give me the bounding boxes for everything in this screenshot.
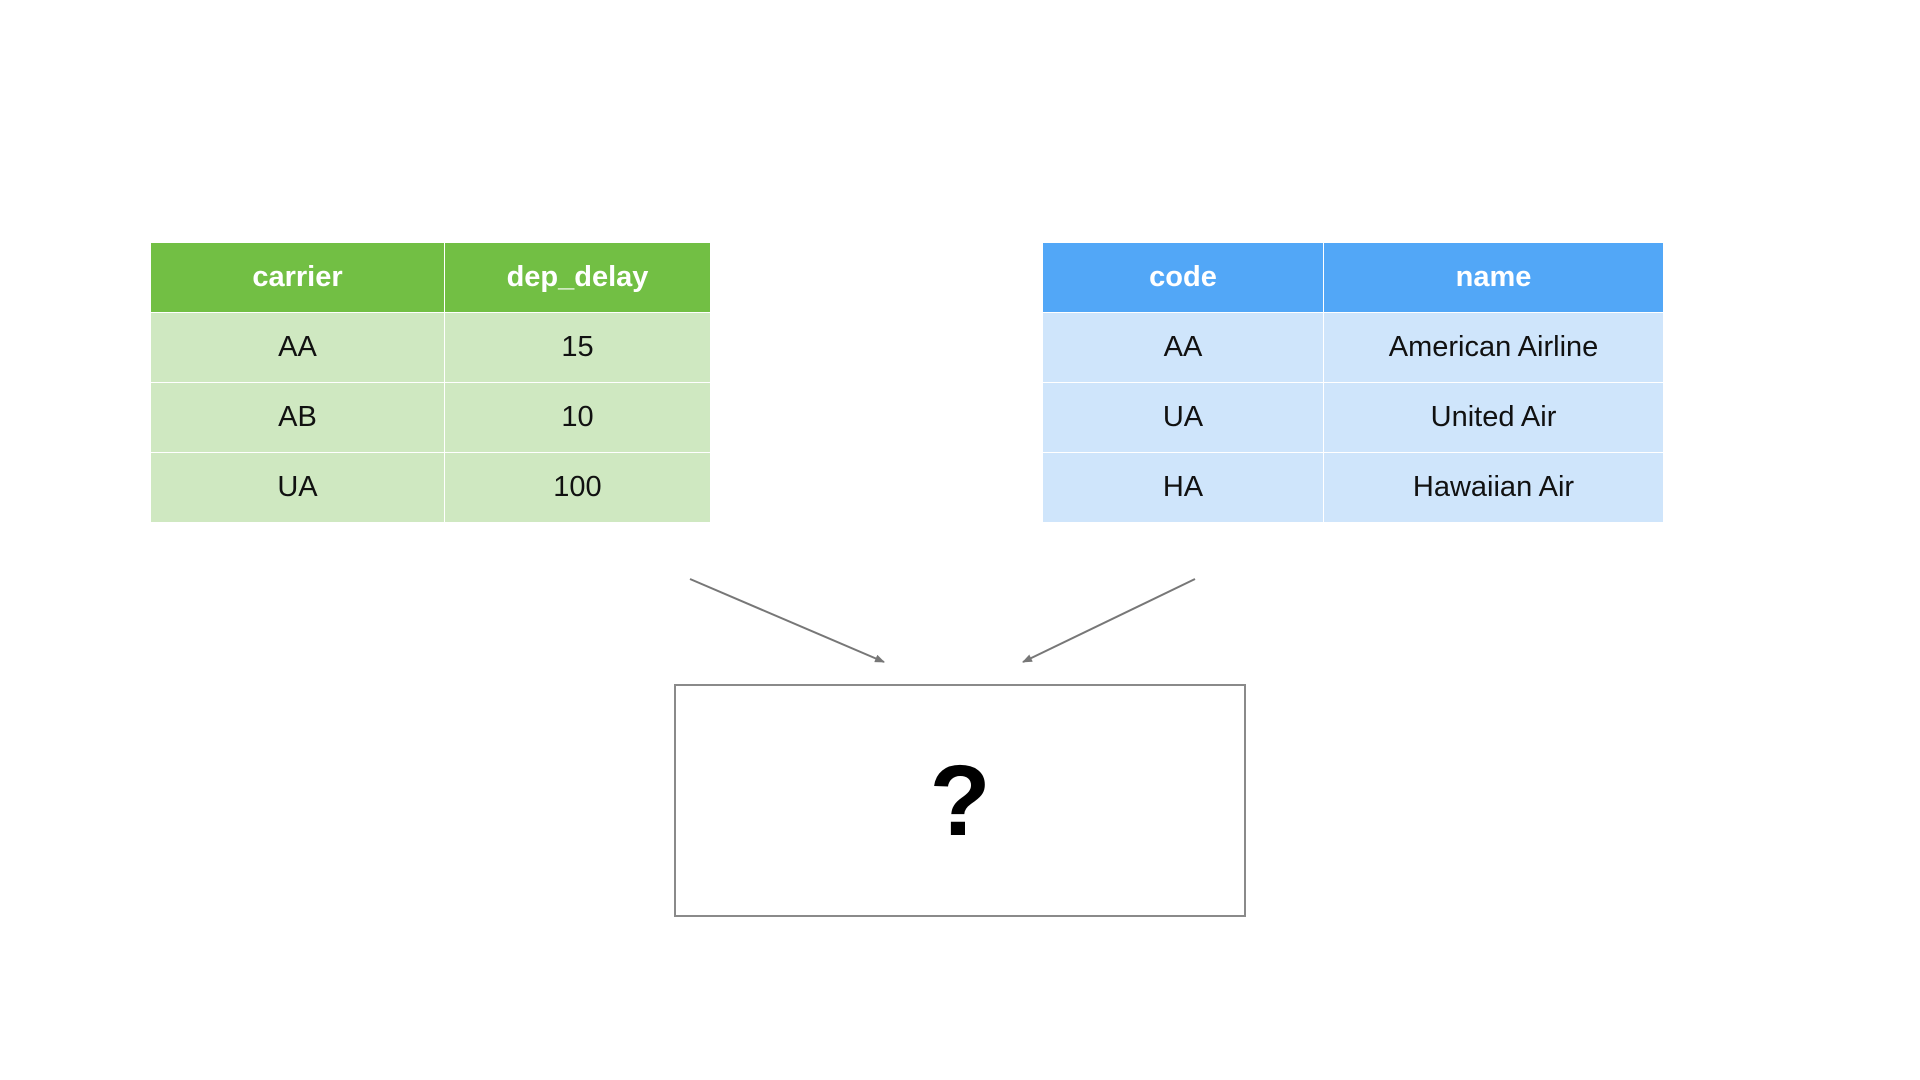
table-cell: Hawaiian Air [1323, 452, 1664, 523]
table-cell: 10 [444, 382, 711, 453]
left-arrow [689, 578, 885, 663]
result-box: ? [674, 684, 1246, 917]
column-header-name: name [1323, 242, 1664, 313]
table-cell: American Airline [1323, 312, 1664, 383]
table-cell: 100 [444, 452, 711, 523]
table-cell: 15 [444, 312, 711, 383]
table-header-row: code name [1042, 242, 1664, 313]
airlines-table: code name AA American Airline UA United … [1042, 242, 1664, 523]
question-mark: ? [929, 744, 991, 857]
table-row: AB 10 [150, 382, 711, 453]
flights-table: carrier dep_delay AA 15 AB 10 UA 100 [150, 242, 711, 523]
right-arrow [1022, 578, 1196, 663]
table-cell: HA [1042, 452, 1324, 523]
table-row: UA 100 [150, 452, 711, 523]
table-row: AA 15 [150, 312, 711, 383]
column-header-dep-delay: dep_delay [444, 242, 711, 313]
table-cell: UA [150, 452, 445, 523]
table-row: AA American Airline [1042, 312, 1664, 383]
table-cell: AA [1042, 312, 1324, 383]
table-cell: AA [150, 312, 445, 383]
table-cell: United Air [1323, 382, 1664, 453]
table-header-row: carrier dep_delay [150, 242, 711, 313]
table-row: HA Hawaiian Air [1042, 452, 1664, 523]
table-row: UA United Air [1042, 382, 1664, 453]
table-cell: AB [150, 382, 445, 453]
column-header-carrier: carrier [150, 242, 445, 313]
column-header-code: code [1042, 242, 1324, 313]
table-cell: UA [1042, 382, 1324, 453]
